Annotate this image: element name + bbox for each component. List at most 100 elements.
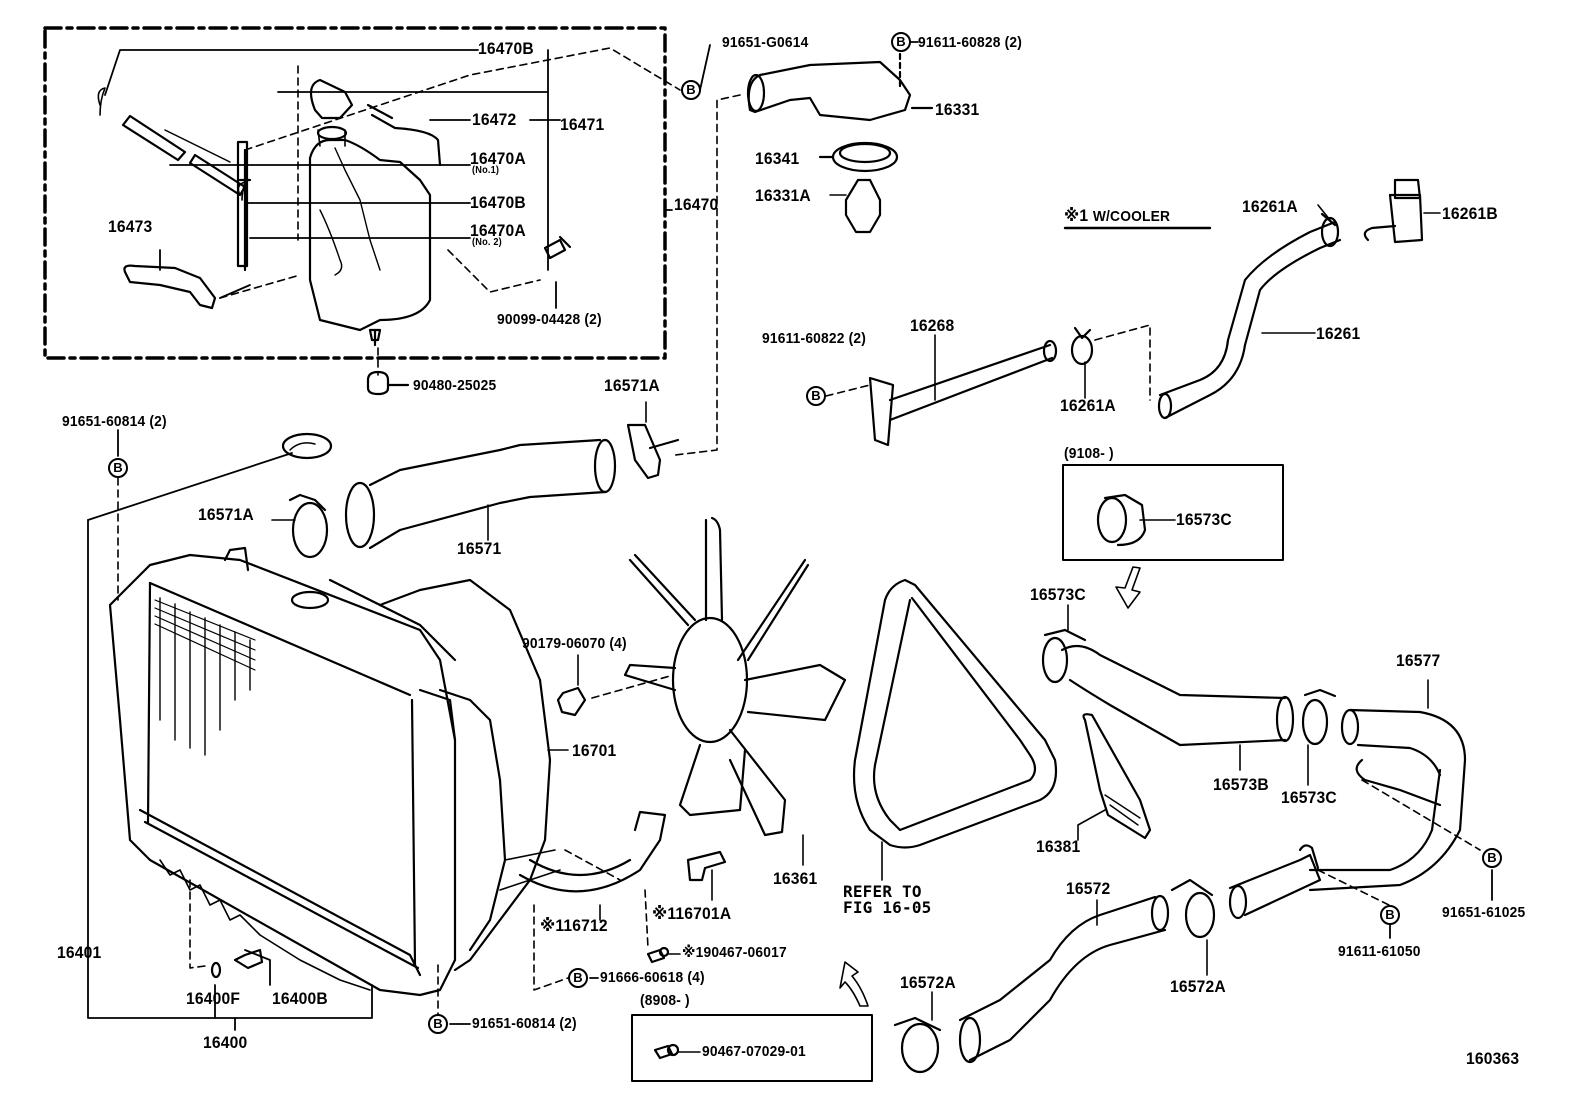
nut-90179-06070[interactable]	[556, 654, 671, 717]
clip-16701A[interactable]	[686, 850, 727, 901]
part-label-16470B[interactable]: 16470B	[478, 39, 534, 58]
part-label-91651-60814-bottom[interactable]: 91651-60814 (2)	[472, 1015, 577, 1032]
hose-clamp-16261A-lower[interactable]	[1070, 326, 1094, 399]
part-label-16470B-2[interactable]: 16470B	[470, 193, 526, 212]
hose-clamp-16572A-right[interactable]	[1170, 878, 1216, 976]
part-label-16331A[interactable]: 16331A	[755, 186, 811, 205]
drain-cock-16400B[interactable]	[233, 948, 264, 970]
radiator-hose-16573B[interactable]	[1060, 644, 1295, 771]
part-label-16573B[interactable]: 16573B	[1213, 775, 1269, 794]
part-label-16400[interactable]: 16400	[203, 1033, 248, 1052]
part-label-16400F[interactable]: 16400F	[186, 989, 241, 1008]
inset-date-9108: (9108- )	[1064, 445, 1114, 462]
cooling-fan-16361[interactable]	[623, 516, 847, 866]
hose-clamp-16261A-upper[interactable]	[1320, 212, 1340, 248]
bolt-marker-b-pipe-lower: B	[1380, 905, 1400, 925]
gasket-16341[interactable]	[818, 141, 899, 173]
part-label-16571A-right[interactable]: 16571A	[604, 376, 660, 395]
part-label-16571A-left[interactable]: 16571A	[198, 505, 254, 524]
part-label-16261[interactable]: 16261	[1316, 324, 1361, 343]
reservoir-hose-16472[interactable]	[366, 103, 442, 167]
part-label-16572A-left[interactable]: 16572A	[900, 973, 956, 992]
hose-clamp-16571A-left[interactable]	[271, 493, 329, 559]
part-label-16261A-lower[interactable]: 16261A	[1060, 396, 1116, 415]
bracket-16381[interactable]	[1077, 713, 1152, 841]
part-label-90179-06070[interactable]: 90179-06070 (4)	[522, 635, 627, 652]
radiator-cap[interactable]	[281, 432, 333, 460]
part-label-16571[interactable]: 16571	[457, 539, 502, 558]
part-label-90099-04428[interactable]: 90099-04428 (2)	[497, 311, 602, 328]
water-pipe-16268[interactable]	[868, 334, 1058, 447]
part-label-91611-60828[interactable]: 91611-60828 (2)	[918, 34, 1023, 51]
part-label-91651-60814-top[interactable]: 91651-60814 (2)	[62, 413, 167, 430]
reservoir-bracket-16473[interactable]	[123, 264, 217, 310]
part-label-16470[interactable]: 16470	[674, 195, 719, 214]
part-label-16361[interactable]: 16361	[773, 869, 818, 888]
fan-shroud-16712[interactable]	[518, 810, 667, 921]
refer-line-2: FIG 16-05	[843, 898, 932, 917]
part-label-91651-G0614[interactable]: 91651-G0614	[722, 34, 809, 51]
part-label-16473[interactable]: 16473	[108, 217, 153, 236]
part-label-16470A-no1[interactable]: 16470A	[470, 149, 526, 168]
hose-clamp-16573C-inset[interactable]	[1096, 493, 1176, 547]
part-label-16577[interactable]: 16577	[1396, 651, 1441, 670]
part-label-16472[interactable]: 16472	[472, 110, 517, 129]
part-label-90467-07029-01[interactable]: 90467-07029-01	[702, 1043, 806, 1060]
clip-16470B[interactable]	[97, 87, 246, 201]
bolt-marker-b-pipe: B	[806, 386, 826, 406]
bolt-marker-b-radiator-bottom: B	[428, 1014, 448, 1034]
radiator-hose-16571[interactable]	[344, 438, 617, 550]
hose-clamp-16573C-top[interactable]	[1041, 604, 1087, 684]
refer-arrow	[839, 961, 869, 1007]
part-label-16261B[interactable]: 16261B	[1442, 204, 1498, 223]
radiator-leaders	[87, 429, 373, 1031]
part-label-16701[interactable]: 16701	[572, 741, 617, 760]
part-label-91611-61050[interactable]: 91611-61050	[1338, 943, 1421, 960]
reservoir-tubes[interactable]	[121, 114, 247, 197]
part-label-16573C-top[interactable]: 16573C	[1030, 585, 1086, 604]
radiator-16401[interactable]	[108, 546, 457, 997]
water-bypass-hose-16577[interactable]	[1308, 679, 1467, 892]
bolt-90099-04428[interactable]	[543, 235, 572, 260]
part-label-16268[interactable]: 16268	[910, 316, 955, 335]
water-pipe-lower[interactable]	[1228, 844, 1322, 920]
part-label-90467-06017[interactable]: ※190467-06017	[682, 944, 787, 961]
part-label-91651-61025[interactable]: 91651-61025	[1442, 904, 1526, 921]
part-label-16712[interactable]: ※116712	[540, 916, 608, 935]
part-label-16470A-no2[interactable]: 16470A	[470, 221, 526, 240]
refer-line-1: REFER TO	[843, 882, 922, 901]
screw-90467-06017[interactable]	[646, 946, 681, 964]
part-label-16400B[interactable]: 16400B	[272, 989, 328, 1008]
part-label-91666-60618[interactable]: 91666-60618 (4)	[600, 969, 705, 986]
hose-16261[interactable]	[1157, 220, 1342, 420]
part-label-16573C-mid[interactable]: 16573C	[1281, 788, 1337, 807]
thermostat-16331A[interactable]	[829, 178, 882, 234]
cooler-leaders	[1063, 204, 1441, 230]
part-label-90480-25025[interactable]: 90480-25025	[413, 377, 497, 394]
inset-date-8908: (8908- )	[640, 992, 690, 1009]
fan-shroud-16701[interactable]	[378, 578, 569, 972]
part-label-16381[interactable]: 16381	[1036, 837, 1081, 856]
part-label-16261A-upper[interactable]: 16261A	[1242, 197, 1298, 216]
cap-90480-25025[interactable]	[366, 370, 410, 396]
bolt-marker-b-outlet: B	[681, 80, 701, 100]
screw-90467-07029-01[interactable]	[653, 1043, 701, 1060]
part-label-16401[interactable]: 16401	[57, 943, 102, 962]
water-outlet-16331[interactable]	[746, 43, 934, 122]
part-label-16341[interactable]: 16341	[755, 149, 800, 168]
part-label-91611-60822[interactable]: 91611-60822 (2)	[762, 330, 867, 347]
part-label-16331[interactable]: 16331	[935, 100, 980, 119]
part-label-16471[interactable]: 16471	[560, 115, 605, 134]
part-label-16572[interactable]: 16572	[1066, 879, 1111, 898]
hose-clamp-16573C-mid[interactable]	[1301, 688, 1337, 786]
hose-clamp-16571A-right[interactable]	[626, 401, 680, 480]
reservoir-tank[interactable]	[164, 78, 432, 347]
hose-clamp-16572A-left[interactable]	[893, 991, 942, 1074]
radiator-hose-16572[interactable]	[958, 894, 1170, 1064]
part-label-16701A[interactable]: ※116701A	[652, 904, 732, 923]
part-label-16572A-right[interactable]: 16572A	[1170, 977, 1226, 996]
v-belt[interactable]	[852, 578, 1058, 881]
o-ring-16400F[interactable]	[210, 961, 222, 979]
part-label-16573C-inset[interactable]: 16573C	[1176, 510, 1232, 529]
union-16261B[interactable]	[1363, 178, 1424, 244]
